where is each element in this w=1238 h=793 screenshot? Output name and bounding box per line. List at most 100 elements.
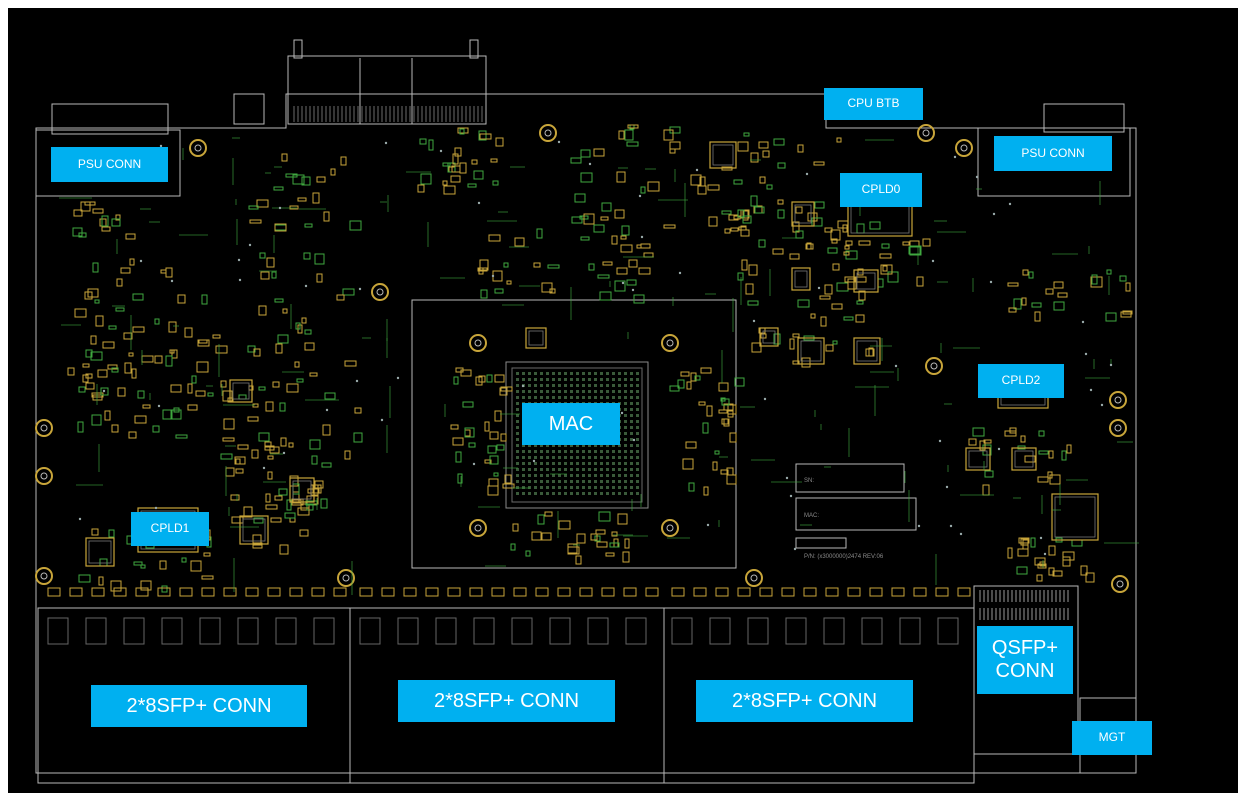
via [139, 259, 143, 263]
component-pad [1052, 570, 1063, 577]
component-pad [124, 362, 132, 374]
component-pad [197, 339, 210, 347]
via [557, 140, 561, 144]
component-pad [300, 503, 310, 511]
component-pad [473, 170, 484, 180]
sfp-pin-pad [289, 587, 303, 597]
component-pad [1034, 557, 1046, 566]
component-pad [602, 261, 613, 266]
via [248, 243, 252, 247]
sfp-contact [47, 617, 69, 645]
component-pad [707, 184, 720, 191]
component-pad [196, 361, 209, 373]
component-pad [258, 305, 267, 316]
component-pad [454, 147, 462, 157]
silk-sn: SN: [804, 478, 814, 484]
component-pad [288, 442, 294, 448]
via [638, 194, 642, 198]
component-pad [1062, 556, 1071, 567]
sfp-pin-pad [803, 587, 817, 597]
component-pad [207, 392, 214, 397]
component-pad [624, 129, 634, 141]
component-pad [132, 293, 144, 301]
component-pad [442, 162, 451, 167]
via [170, 279, 174, 283]
component-pad [154, 318, 160, 325]
component-pad [680, 371, 690, 377]
component-pad [698, 401, 706, 406]
component-pad [304, 329, 312, 335]
component-pad [843, 316, 854, 321]
sfp-contact [397, 617, 419, 645]
component-pad [484, 459, 492, 464]
silk-mac: MAC: [804, 513, 819, 519]
component-pad [640, 186, 646, 194]
psu-left-outline [35, 129, 181, 197]
ic-package [797, 337, 825, 365]
via [1100, 403, 1104, 407]
component-pad [633, 294, 645, 304]
component-pad [267, 471, 273, 480]
via [632, 438, 636, 442]
component-pad [514, 237, 525, 247]
component-pad [697, 185, 707, 195]
component-pad [267, 455, 274, 460]
via [380, 418, 384, 422]
component-pad [420, 173, 432, 185]
component-pad [663, 129, 674, 141]
label-cpld2: CPLD2 [978, 364, 1064, 398]
component-pad [847, 278, 857, 290]
component-pad [1122, 310, 1133, 315]
component-pad [1017, 548, 1029, 557]
component-pad [597, 274, 610, 279]
component-pad [286, 499, 292, 511]
component-pad [1021, 297, 1027, 306]
via [78, 517, 82, 521]
component-pad [297, 507, 310, 516]
via [931, 259, 935, 263]
sfp-pin-pad [333, 587, 347, 597]
component-pad [724, 228, 731, 234]
component-pad [819, 295, 831, 300]
component-pad [177, 294, 186, 304]
component-pad [116, 278, 123, 287]
sfp-pin-pad [737, 587, 751, 597]
component-pad [316, 273, 323, 283]
component-pad [984, 470, 994, 478]
label-cpld1: CPLD1 [131, 512, 209, 546]
via [325, 408, 329, 412]
component-pad [869, 221, 881, 230]
sfp-pin-pad [135, 587, 149, 597]
component-pad [777, 162, 786, 169]
component-pad [230, 494, 240, 501]
component-pad [274, 298, 284, 303]
component-pad [285, 173, 298, 178]
component-pad [813, 161, 825, 166]
component-pad [512, 523, 519, 532]
component-pad [574, 193, 586, 203]
component-pad [92, 208, 104, 214]
label-cpld0: CPLD0 [840, 173, 922, 207]
component-pad [487, 485, 499, 496]
component-pad [682, 458, 694, 470]
component-pad [792, 360, 800, 365]
component-pad [636, 244, 642, 249]
sfp-pin-pad [359, 587, 373, 597]
sfp-contact [313, 617, 335, 645]
component-pad [258, 386, 266, 391]
component-pad [275, 343, 283, 354]
component-pad [450, 424, 459, 430]
component-pad [101, 215, 109, 227]
component-pad [85, 373, 93, 379]
component-pad [640, 243, 651, 249]
component-pad [161, 585, 168, 593]
component-pad [304, 342, 315, 351]
component-pad [152, 425, 160, 433]
via [959, 532, 963, 536]
sfp-pin-pad [513, 587, 527, 597]
component-pad [789, 253, 800, 260]
component-pad [98, 576, 104, 586]
component-pad [102, 341, 115, 349]
component-pad [251, 449, 259, 459]
sfp-contact [199, 617, 221, 645]
